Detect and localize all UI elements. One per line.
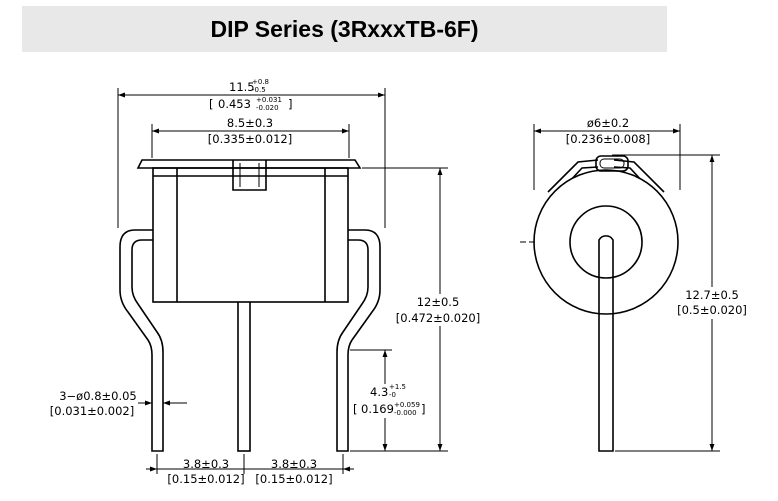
svg-text:11.5: 11.5 <box>229 80 255 94</box>
dim-lead-diameter: 3−ø0.8±0.05 [0.031±0.002] <box>50 389 187 418</box>
svg-text:+0.8: +0.8 <box>252 78 269 86</box>
svg-text:3.8±0.3: 3.8±0.3 <box>183 457 229 471</box>
svg-text:[0.236±0.008]: [0.236±0.008] <box>566 132 650 146</box>
svg-text:0.453: 0.453 <box>218 97 251 111</box>
page-title: DIP Series (3RxxxTB-6F) <box>210 15 479 42</box>
side-view <box>520 155 679 452</box>
svg-text:+1.5: +1.5 <box>389 383 406 391</box>
svg-text:0.169: 0.169 <box>361 402 394 416</box>
svg-text:4.3: 4.3 <box>370 385 388 399</box>
svg-text:[0.15±0.012]: [0.15±0.012] <box>167 472 244 486</box>
top-clip <box>136 159 362 169</box>
dim-lead-length: 4.3 +1.5 -0 [ 0.169 +0.059 -0.000 ] <box>350 349 426 451</box>
svg-text:3.8±0.3: 3.8±0.3 <box>271 457 317 471</box>
svg-text:]: ] <box>288 97 293 111</box>
gdt-body <box>152 167 349 303</box>
svg-text:ø6±0.2: ø6±0.2 <box>587 116 629 130</box>
lead-right <box>325 229 381 452</box>
svg-text:[0.472±0.020]: [0.472±0.020] <box>396 311 480 325</box>
svg-text:[: [ <box>353 402 358 416</box>
lead-left <box>119 229 164 452</box>
svg-text:12.7±0.5: 12.7±0.5 <box>685 288 739 302</box>
svg-text:-0.000: -0.000 <box>394 409 417 417</box>
svg-text:+0.031: +0.031 <box>256 96 282 104</box>
side-lead <box>598 235 614 452</box>
svg-text:-0: -0 <box>389 391 396 399</box>
svg-text:[0.15±0.012]: [0.15±0.012] <box>255 472 332 486</box>
svg-text:[: [ <box>209 97 214 111</box>
dim-diameter: ø6±0.2 [0.236±0.008] <box>533 116 681 190</box>
title-bar: DIP Series (3RxxxTB-6F) <box>22 6 667 52</box>
svg-text:3−ø0.8±0.05: 3−ø0.8±0.05 <box>59 389 137 403</box>
dim-width-body: 8.5±0.3 [0.335±0.012] <box>151 116 350 158</box>
dim-width-total: 11.5 +0.8 -0.5 [ 0.453 +0.031 -0.020 ] <box>117 78 386 228</box>
svg-text:[0.031±0.002]: [0.031±0.002] <box>50 404 134 418</box>
svg-text:-0.5: -0.5 <box>252 86 266 94</box>
side-body-circle <box>533 169 679 315</box>
svg-text:12±0.5: 12±0.5 <box>417 295 460 309</box>
dim-height: 12±0.5 [0.472±0.020] <box>350 167 488 452</box>
svg-text:]: ] <box>421 402 426 416</box>
svg-text:[0.335±0.012]: [0.335±0.012] <box>208 132 292 146</box>
svg-text:[0.5±0.020]: [0.5±0.020] <box>677 303 747 317</box>
front-view <box>119 159 381 452</box>
svg-text:+0.059: +0.059 <box>394 401 420 409</box>
lead-middle <box>237 299 251 452</box>
svg-text:8.5±0.3: 8.5±0.3 <box>227 116 273 130</box>
svg-text:-0.020: -0.020 <box>256 104 279 112</box>
dim-side-height: 12.7±0.5 [0.5±0.020] <box>612 154 760 452</box>
dim-pitch: 3.8±0.3 [0.15±0.012] 3.8±0.3 [0.15±0.012… <box>146 454 354 486</box>
